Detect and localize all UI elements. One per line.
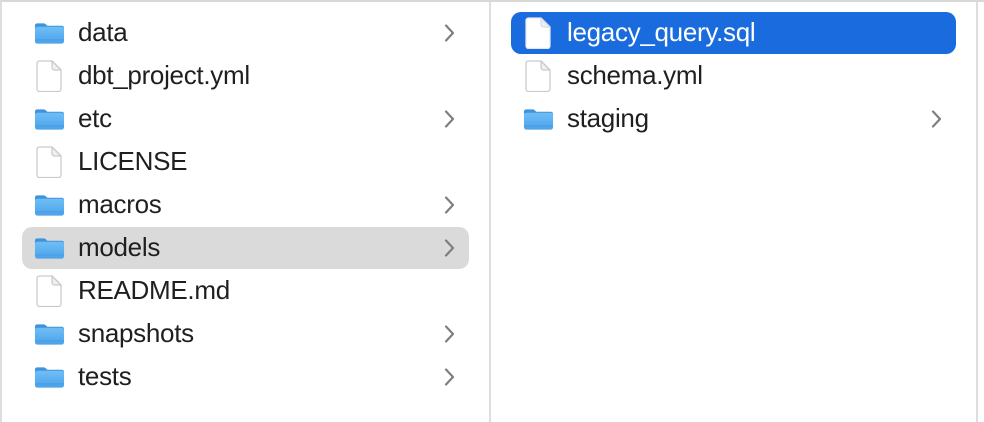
file-row[interactable]: dbt_project.yml [22,55,469,97]
chevron-right-icon [930,108,943,130]
folder-row[interactable]: data [22,12,469,54]
chevron-right-icon [443,108,456,130]
document-icon [525,60,551,92]
folder-icon [34,23,64,44]
document-icon [36,275,62,307]
chevron-right-icon [443,323,456,345]
file-name: README.md [78,275,230,305]
folder-row[interactable]: staging [511,98,956,140]
next-column-placeholder [978,2,984,422]
folder-row[interactable]: macros [22,184,469,226]
file-name: dbt_project.yml [78,60,250,90]
folder-row[interactable]: models [22,227,469,269]
document-icon [36,146,62,178]
chevron-right-icon [443,194,456,216]
file-list-column-right[interactable]: legacy_query.sql [491,2,978,422]
file-list-column-left[interactable]: data dbt_pr [2,2,491,422]
file-name: legacy_query.sql [567,17,756,47]
file-row[interactable]: legacy_query.sql [511,12,956,54]
chevron-right-icon [443,237,456,259]
file-name: etc [78,103,112,133]
document-icon [36,60,62,92]
folder-icon [34,238,64,259]
document-icon [525,17,551,49]
file-name: models [78,232,161,262]
folder-row[interactable]: tests [22,356,469,398]
file-row[interactable]: README.md [22,270,469,312]
file-row[interactable]: LICENSE [22,141,469,183]
file-name: macros [78,189,162,219]
chevron-right-icon [443,22,456,44]
file-name: snapshots [78,318,194,348]
file-row[interactable]: schema.yml [511,55,956,97]
file-name: data [78,17,128,47]
folder-row[interactable]: etc [22,98,469,140]
folder-icon [34,195,64,216]
folder-icon [523,109,553,130]
file-name: schema.yml [567,60,703,90]
file-name: staging [567,103,649,133]
folder-icon [34,367,64,388]
folder-icon [34,109,64,130]
folder-icon [34,324,64,345]
file-name: LICENSE [78,146,188,176]
chevron-right-icon [443,366,456,388]
folder-row[interactable]: snapshots [22,313,469,355]
file-name: tests [78,361,132,391]
